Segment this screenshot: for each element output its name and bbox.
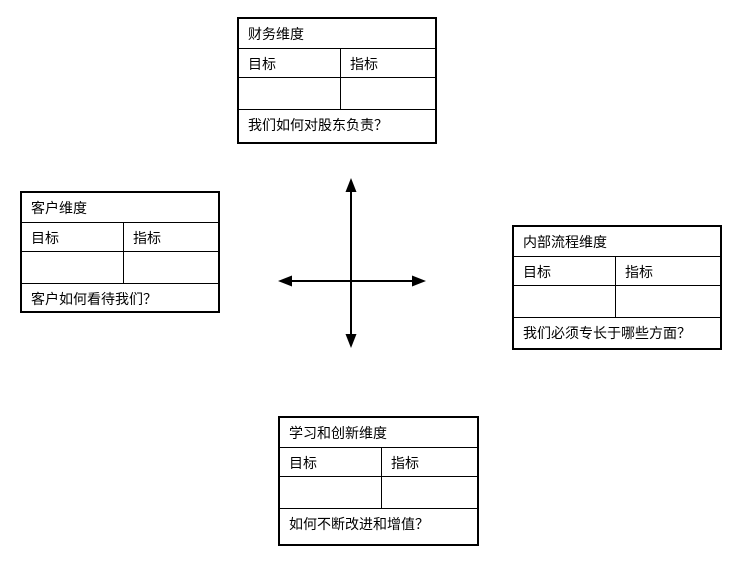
financial-indicator-header: 指标 — [350, 57, 378, 73]
financial-goal-cell — [239, 78, 341, 109]
learning-innovation-indicator-header: 指标 — [391, 456, 419, 472]
internal-process-header-row: 目标 指标 — [514, 257, 720, 286]
customer-goal-header: 目标 — [22, 223, 124, 251]
financial-dimension-title: 财务维度 — [239, 19, 435, 49]
internal-process-goal-cell — [514, 286, 616, 317]
customer-header-row: 目标 指标 — [22, 223, 218, 252]
financial-value-row — [239, 78, 435, 110]
internal-process-question: 我们必须专长于哪些方面？ — [523, 326, 691, 342]
internal-process-goal-header: 目标 — [514, 257, 616, 285]
customer-indicator-header: 指标 — [133, 231, 161, 247]
internal-process-value-row — [514, 286, 720, 318]
learning-innovation-dimension-box: 学习和创新维度 目标 指标 如何不断改进和增值？ — [278, 416, 479, 546]
customer-goal-cell — [22, 252, 124, 283]
internal-process-indicator-cell — [616, 286, 720, 317]
customer-question: 客户如何看待我们？ — [31, 292, 157, 308]
customer-value-row — [22, 252, 218, 284]
learning-innovation-goal-cell — [280, 477, 382, 508]
internal-process-indicator-header: 指标 — [625, 265, 653, 281]
learning-innovation-dimension-title: 学习和创新维度 — [280, 418, 477, 448]
learning-innovation-indicator-cell — [382, 477, 477, 508]
customer-indicator-cell — [124, 252, 218, 283]
financial-question: 我们如何对股东负责？ — [248, 118, 388, 134]
customer-dimension-box: 客户维度 目标 指标 客户如何看待我们？ — [20, 191, 220, 313]
learning-innovation-goal-header: 目标 — [280, 448, 382, 476]
customer-dimension-title: 客户维度 — [22, 193, 218, 223]
internal-process-dimension-title: 内部流程维度 — [514, 227, 720, 257]
financial-goal-header: 目标 — [239, 49, 341, 77]
learning-innovation-value-row — [280, 477, 477, 509]
financial-indicator-cell — [341, 78, 435, 109]
learning-innovation-question: 如何不断改进和增值？ — [289, 517, 429, 533]
financial-dimension-box: 财务维度 目标 指标 我们如何对股东负责？ — [237, 17, 437, 144]
learning-innovation-header-row: 目标 指标 — [280, 448, 477, 477]
internal-process-dimension-box: 内部流程维度 目标 指标 我们必须专长于哪些方面？ — [512, 225, 722, 350]
financial-header-row: 目标 指标 — [239, 49, 435, 78]
